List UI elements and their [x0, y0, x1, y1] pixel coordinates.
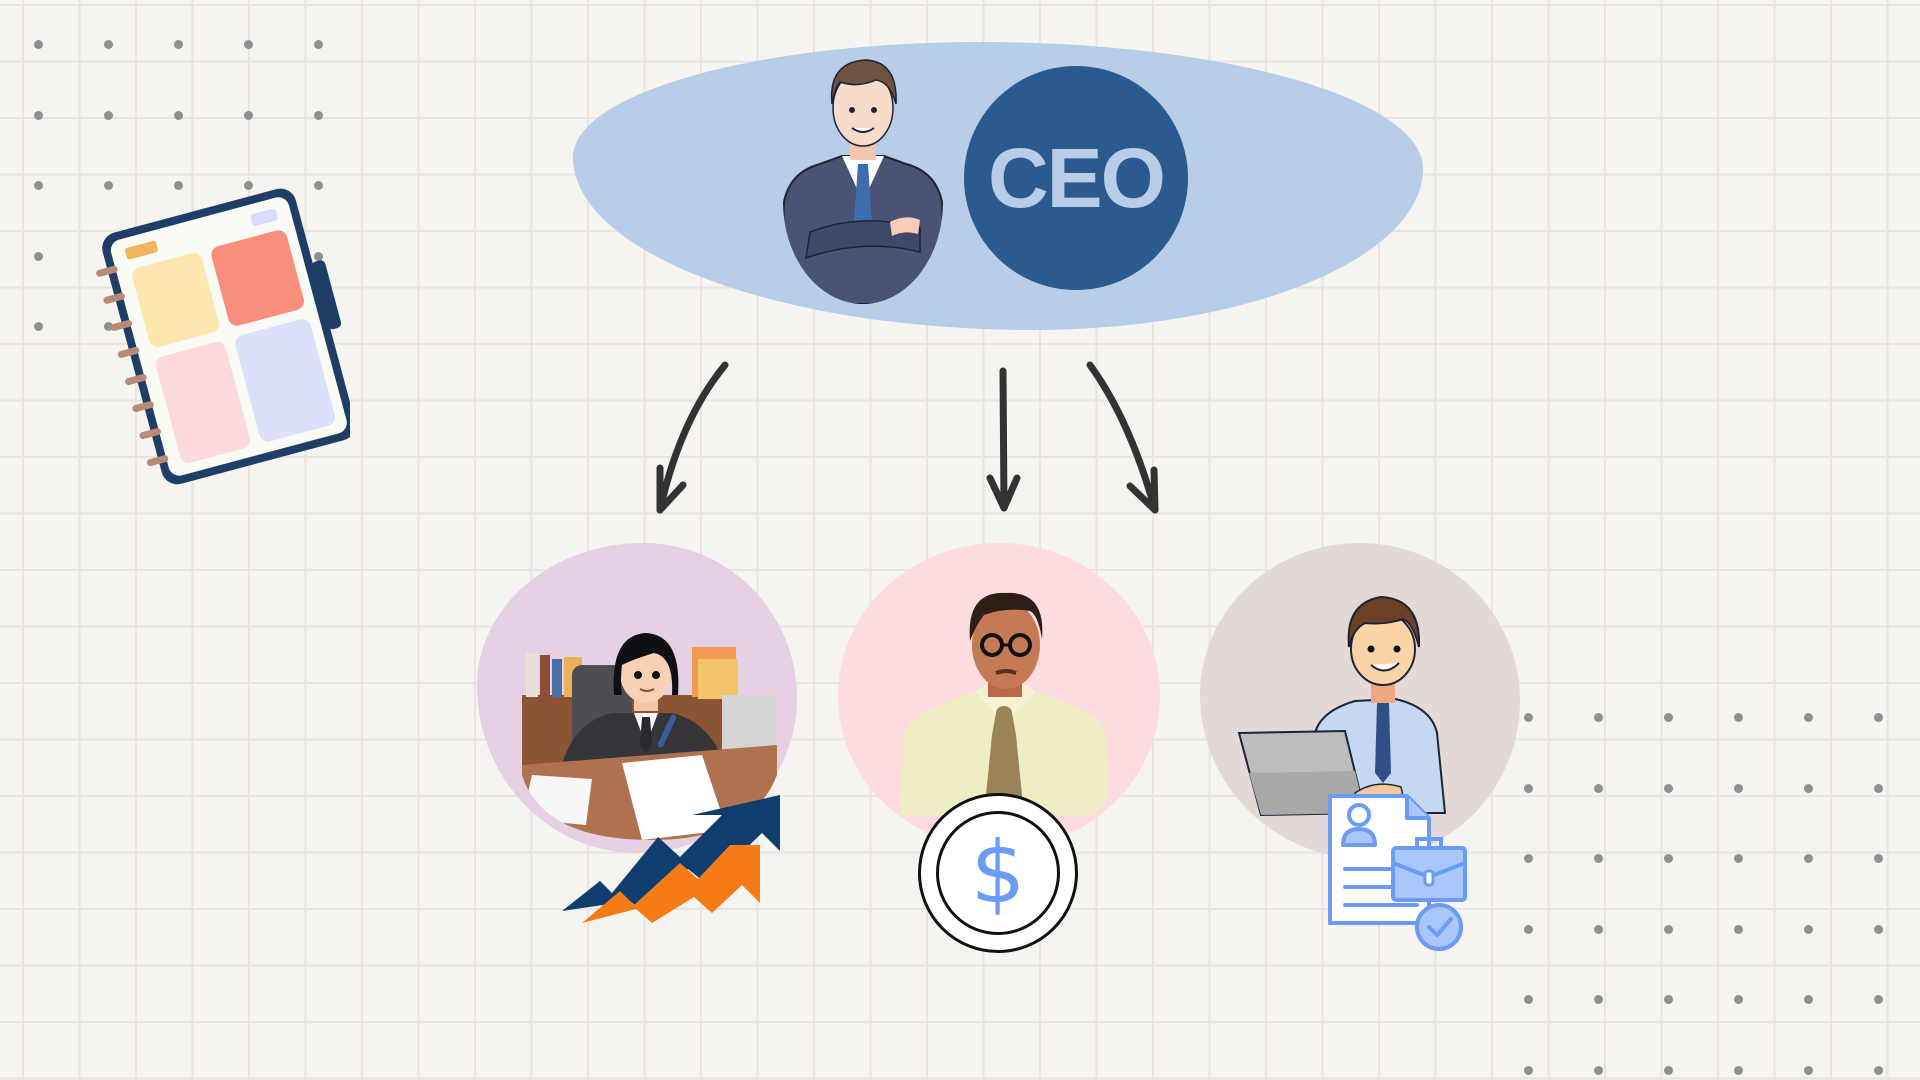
dot-grid-bottom-right	[1524, 713, 1883, 1075]
arrow-right-curved-icon	[1086, 361, 1159, 514]
child-node-3	[1200, 543, 1520, 953]
man-with-glasses-figure	[900, 592, 1108, 815]
arrow-straight-down-icon	[986, 367, 1021, 512]
child-node-1	[477, 543, 797, 923]
resume-briefcase-check-icon	[1328, 794, 1467, 951]
dollar-symbol: $	[936, 811, 1060, 935]
ceo-badge: CEO	[964, 66, 1188, 290]
dollar-coin-icon: $	[918, 793, 1078, 953]
child-node-2: $	[838, 543, 1160, 953]
growth-trend-arrow-icon	[562, 795, 780, 923]
ceo-businessman-figure	[783, 59, 943, 304]
man-typing-laptop-figure	[1237, 595, 1447, 817]
ceo-label: CEO	[987, 130, 1166, 225]
arrow-left-curved-icon	[656, 361, 729, 514]
spiral-notebook-icon	[96, 188, 350, 485]
woman-at-desk-figure	[522, 625, 777, 840]
